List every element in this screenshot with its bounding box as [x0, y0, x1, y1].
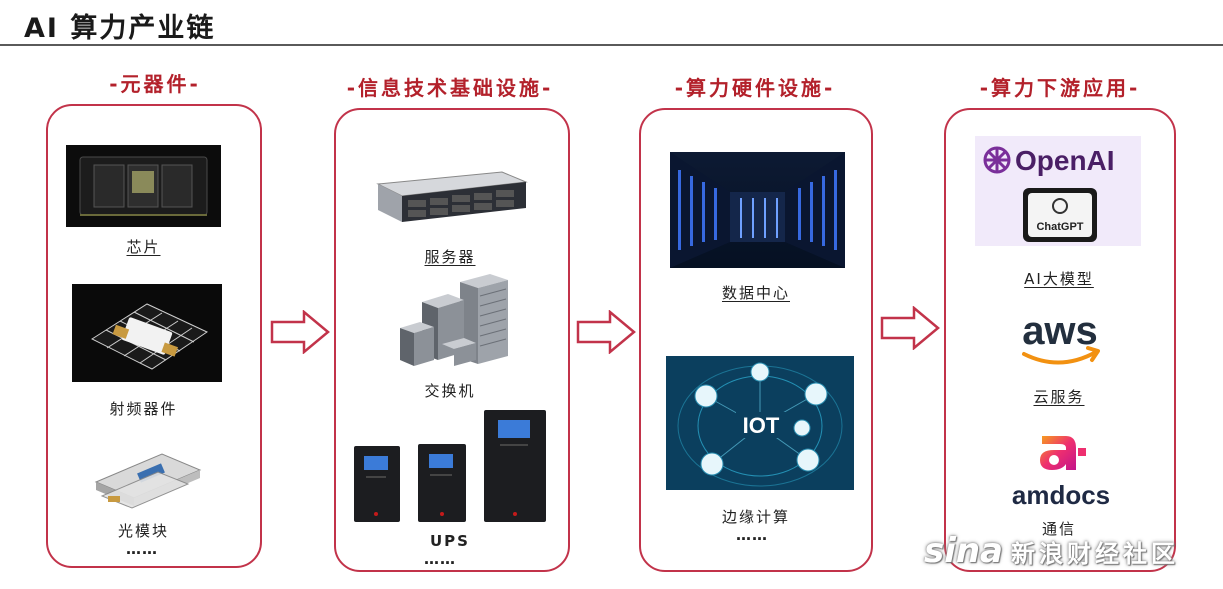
aws-logo-image: aws [1022, 309, 1100, 365]
server-image [376, 171, 528, 222]
more-compute-hardware: …… [736, 526, 768, 544]
flow-arrow-1 [270, 310, 330, 354]
edge-computing-image: IOT [666, 356, 854, 490]
more-components: …… [126, 540, 158, 558]
heading-it-infrastructure: -信息技术基础设施- [346, 76, 554, 100]
optical-module-image [94, 453, 202, 509]
item-rf-device: 射频器件 [109, 400, 178, 418]
item-ai-models: AI大模型 [1024, 270, 1094, 288]
data-center-image [670, 152, 845, 268]
switch-image [400, 274, 508, 366]
rf-device-image [72, 284, 222, 382]
item-cloud-services: 云服务 [1033, 388, 1085, 406]
item-chip: 芯片 [126, 238, 161, 256]
amdocs-logo-text: amdocs [1012, 480, 1110, 510]
heading-components: -元器件- [109, 72, 201, 96]
openai-logo-image: OpenAI ChatGPT [975, 136, 1141, 246]
openai-logo-text: OpenAI [1015, 145, 1115, 176]
watermark-logo: sina [923, 531, 1003, 571]
more-it-infrastructure: …… [424, 550, 456, 568]
chatgpt-logo-text: ChatGPT [1036, 221, 1083, 233]
item-data-center: 数据中心 [721, 284, 790, 302]
aws-logo-text: aws [1022, 309, 1098, 353]
watermark-text: 新浪财经社区 [1011, 540, 1179, 568]
title-divider [0, 44, 1223, 46]
iot-logo-text: IOT [743, 413, 780, 438]
item-server: 服务器 [424, 248, 476, 266]
item-ups: UPS [430, 532, 470, 550]
item-switch: 交换机 [424, 382, 476, 400]
item-edge-computing: 边缘计算 [721, 508, 790, 526]
item-telecom: 通信 [1041, 520, 1076, 538]
chip-image [66, 145, 221, 227]
flow-arrow-3 [880, 306, 940, 350]
watermark: sina 新浪财经社区 [924, 531, 1179, 571]
amdocs-logo-image: amdocs [1012, 436, 1110, 510]
item-optical-module: 光模块 [117, 522, 169, 540]
heading-downstream-apps: -算力下游应用- [979, 76, 1141, 100]
ups-image [354, 410, 546, 522]
heading-compute-hardware: -算力硬件设施- [674, 76, 836, 100]
page-title: AI 算力产业链 [24, 13, 216, 44]
flow-arrow-2 [576, 310, 636, 354]
